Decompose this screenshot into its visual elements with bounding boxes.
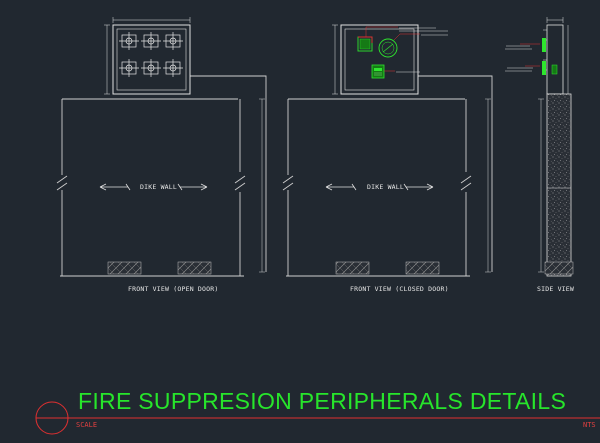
- scale-value: NTS: [583, 421, 596, 429]
- scale-label: SCALE: [76, 421, 98, 429]
- front-view-closed-door: [282, 24, 493, 277]
- side-leaders: [520, 43, 540, 67]
- side-view: [505, 17, 574, 277]
- side-callout-text: [505, 45, 533, 72]
- view-label-side: SIDE VIEW: [537, 285, 575, 293]
- suppression-panel-open: [104, 17, 191, 95]
- agent-cylinders-grid: [119, 32, 183, 77]
- callout-text-placeholders: [396, 27, 448, 73]
- dike-wall-arrows-closed: [325, 183, 434, 191]
- dike-wall-outline-closed: [282, 75, 493, 277]
- concrete-column: [546, 93, 572, 277]
- drawing-title: FIRE SUPPRESION PERIPHERALS DETAILS: [78, 388, 567, 414]
- callout-leaders: [365, 26, 420, 72]
- dike-wall-arrows-open: [99, 183, 208, 191]
- dike-wall-outline: [56, 75, 267, 277]
- side-devices: [542, 38, 558, 75]
- front-view-open-door: [56, 17, 267, 277]
- gravel-footing-right-closed: [405, 261, 440, 275]
- gravel-footing-left-closed: [335, 261, 370, 275]
- manual-release-station: [378, 38, 398, 58]
- dike-wall-label-open: DIKE WALL: [140, 183, 178, 191]
- title-block: [35, 401, 600, 435]
- view-label-front-closed: FRONT VIEW (CLOSED DOOR): [350, 285, 449, 293]
- gravel-footing-right: [177, 261, 212, 275]
- side-dimension: [538, 98, 544, 273]
- side-panel-outline: [543, 17, 569, 95]
- signal-device: [371, 64, 385, 79]
- side-gravel-footing: [544, 261, 574, 275]
- view-label-front-open: FRONT VIEW (OPEN DOOR): [128, 285, 219, 293]
- suppression-panel-closed: [332, 24, 419, 95]
- gravel-footing-left: [107, 261, 142, 275]
- control-panel-device: [357, 36, 373, 52]
- dimension-height: [259, 98, 265, 273]
- dike-wall-label-closed: DIKE WALL: [367, 183, 405, 191]
- dimension-height-closed: [485, 98, 491, 273]
